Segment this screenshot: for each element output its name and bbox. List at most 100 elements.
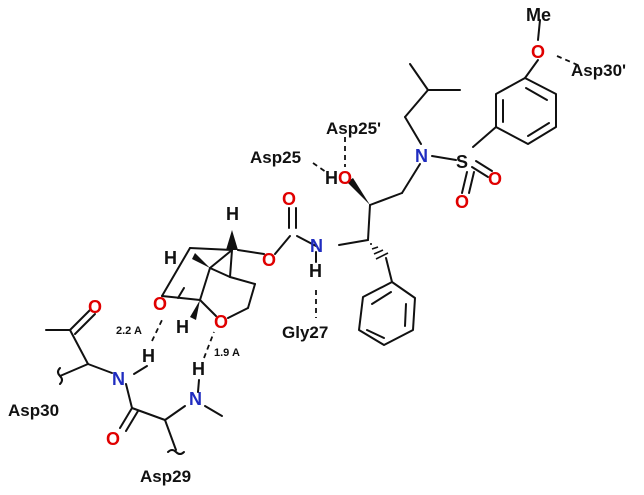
bond-choh-chn (367, 204, 371, 241)
ring-bot-inner-1 (371, 291, 392, 305)
asp29-nitrogen: N (189, 389, 202, 409)
wedge-mid-h (192, 253, 210, 268)
wavy-asp30 (57, 367, 63, 385)
hbond-o-asp30 (151, 319, 163, 342)
bond-bicycle-9 (247, 283, 256, 309)
asp29-carbonyl-oxygen: O (106, 429, 120, 449)
sulfonyl-oxygen-2: O (488, 169, 502, 189)
ring-top-inner-3 (527, 122, 550, 137)
bond-nh-h-asp30 (133, 365, 148, 375)
bond-bicycle-1 (229, 249, 233, 278)
sulfonyl-oxygen-1: O (455, 192, 469, 212)
label-asp25-prime: Asp25' (326, 119, 381, 138)
bond-c-o-pep-a (119, 407, 133, 429)
bond-c-calpha (69, 329, 89, 365)
sulfur-atom: S (456, 152, 468, 172)
asp30-nh-hydrogen: H (142, 346, 155, 366)
asp29-nh-hydrogen: H (192, 359, 205, 379)
bond-network (45, 19, 557, 455)
hbond-oh-asp25 (312, 162, 327, 173)
bond-n-ch2 (404, 116, 422, 145)
sulfonamide-nitrogen: N (415, 146, 428, 166)
carbamate-nitrogen: N (310, 236, 323, 256)
ring-top-inner-2 (525, 87, 548, 101)
bond-c-oester (274, 235, 291, 255)
label-asp25: Asp25 (250, 148, 301, 167)
bond-calpha2-n (164, 405, 186, 421)
residue-labels: Asp30' Asp25' Asp25 Gly27 Asp30 Asp29 (8, 61, 626, 486)
bond-bicycle-2 (189, 247, 233, 251)
bond-s-o-b (468, 171, 475, 194)
bond-ring-s (472, 126, 497, 148)
wavy-asp29 (167, 449, 185, 455)
bond-co-asp30 (69, 309, 91, 331)
thf-oxygen-1: O (153, 294, 167, 314)
bond-bicycle-11 (199, 299, 217, 317)
atom-labels: Me O S O O N H O O N H O H H O H O O H N… (88, 5, 551, 449)
hydroxyl-hydrogen: H (325, 168, 338, 188)
bond-calpha-side (59, 363, 89, 377)
label-asp30: Asp30 (8, 401, 59, 420)
benzene-ring-bottom (358, 281, 416, 346)
bond-bicycle-8 (229, 276, 256, 285)
bond-nh-co (296, 235, 317, 247)
bond-c-calpha2 (131, 407, 166, 421)
bond-oester-ch (237, 249, 265, 255)
bond-ch2-phenyl (385, 257, 393, 283)
carbamate-hydrogen: H (309, 261, 322, 281)
bond-ch2b-choh (369, 192, 403, 206)
bond-s-o2-b (471, 166, 489, 178)
benzene-ring-top (495, 77, 557, 145)
hbond-o-asp29 (203, 331, 215, 359)
ring-bot-inner-2 (404, 303, 407, 327)
methyl-label: Me (526, 5, 551, 25)
bond-s-o-a (461, 171, 468, 194)
bond-o-ring (524, 59, 539, 79)
bond-nh-h-asp29 (197, 379, 200, 393)
hashed-bond-benzyl (370, 243, 389, 260)
bond-s-o2-a (475, 160, 493, 172)
ring-bot-inner-3 (366, 329, 385, 339)
bond-bicycle-12 (177, 287, 185, 299)
bond-bicycle-7 (209, 267, 231, 278)
bond-bicycle-10 (227, 307, 249, 319)
wedge-top-h (226, 230, 238, 250)
wedge-oh (347, 178, 370, 205)
bond-bicycle-5 (199, 267, 211, 301)
bond-bicycle-6 (209, 249, 233, 269)
bond-co-asp30-b (74, 313, 96, 335)
bond-s-n (431, 155, 457, 161)
bicycle-low-hydrogen: H (176, 317, 189, 337)
methoxy-oxygen: O (531, 42, 545, 62)
distance-label-a: 2.2 A (116, 325, 142, 337)
bond-calpha2-side (164, 419, 177, 451)
distance-labels: 2.2 A 1.9 A (116, 325, 240, 359)
asp30-carbonyl-oxygen: O (88, 297, 102, 317)
bond-ch2-ch (404, 89, 429, 118)
ester-oxygen: O (262, 250, 276, 270)
bond-ch-me1 (409, 63, 429, 91)
bond-bicycle-3 (161, 247, 191, 297)
wedge-low-h (190, 300, 200, 320)
bond-n-ch2b (401, 163, 421, 194)
bond-n-c (125, 383, 133, 409)
bond-c-o-pep-b (125, 410, 139, 432)
thf-oxygen-2: O (214, 312, 228, 332)
bond-me-o (537, 19, 541, 41)
label-asp29: Asp29 (140, 467, 191, 486)
hydrogen-bonds (133, 55, 581, 393)
asp30-nitrogen: N (112, 369, 125, 389)
bicycle-mid-hydrogen: H (164, 248, 177, 268)
bond-calpha-n (87, 363, 113, 374)
carbonyl-oxygen: O (282, 189, 296, 209)
label-asp30-prime: Asp30' (571, 61, 626, 80)
label-gly27: Gly27 (282, 323, 328, 342)
bicycle-top-hydrogen: H (226, 204, 239, 224)
hydroxyl-oxygen: O (338, 168, 352, 188)
bond-n-me (204, 405, 223, 417)
distance-label-b: 1.9 A (214, 347, 240, 359)
bond-chn-nh (338, 239, 369, 246)
bond-bicycle-4 (161, 295, 201, 301)
